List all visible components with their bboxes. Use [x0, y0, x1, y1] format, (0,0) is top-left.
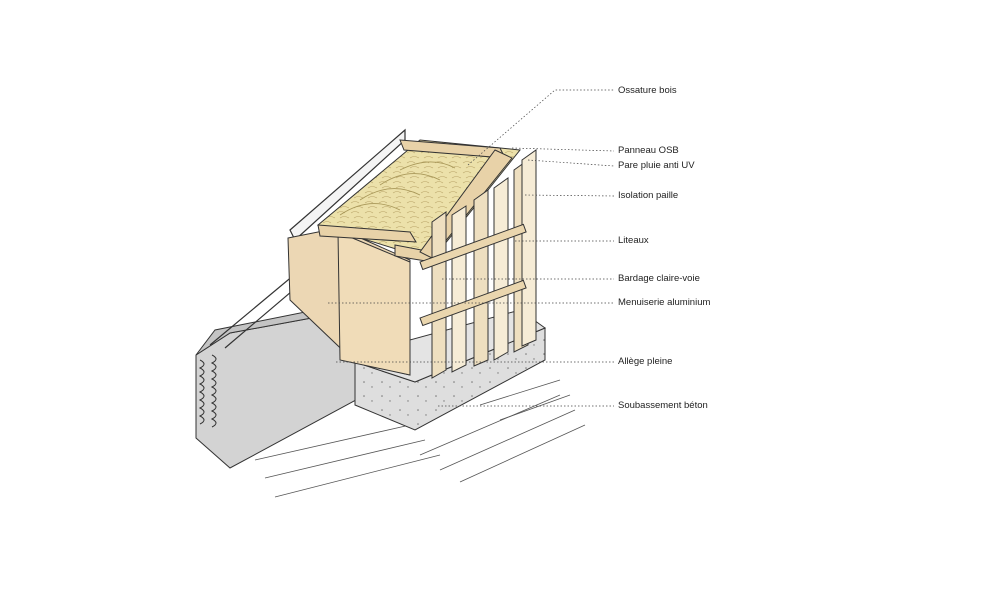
label-panneau-osb: Panneau OSB	[618, 145, 679, 156]
allege-wall	[195, 304, 357, 469]
label-soubassement: Soubassement béton	[618, 400, 708, 411]
leader-lines	[328, 89, 615, 407]
label-bardage: Bardage claire-voie	[618, 273, 700, 284]
label-ossature-bois: Ossature bois	[618, 85, 677, 96]
label-liteaux: Liteaux	[618, 235, 649, 246]
label-isolation-paille: Isolation paille	[618, 190, 679, 201]
cladding-battens	[419, 149, 537, 379]
label-menuiserie: Menuiserie aluminium	[618, 297, 711, 308]
osb-panel	[287, 227, 411, 376]
ground-lines	[254, 379, 586, 498]
label-allege: Allège pleine	[618, 356, 673, 367]
label-pare-pluie: Pare pluie anti UV	[618, 160, 695, 171]
